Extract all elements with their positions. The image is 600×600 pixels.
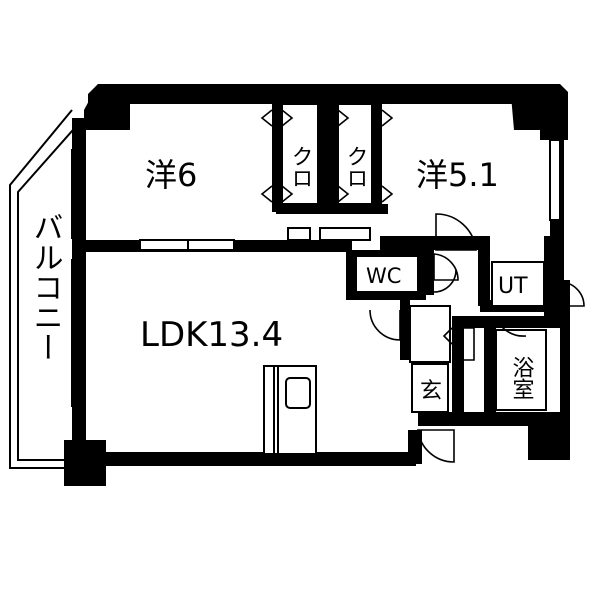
- western-room-1-label: 洋6: [145, 156, 197, 194]
- closet-2-label: クロ: [343, 145, 368, 189]
- balcony: [9, 109, 81, 469]
- utility-label: UT: [498, 274, 528, 299]
- kitchen-counter: [263, 365, 317, 455]
- closet-doors: [260, 109, 453, 345]
- closet-1-label: クロ: [288, 145, 313, 189]
- wc-label: WC: [366, 264, 401, 288]
- western-room-2-label: 洋5.1: [416, 156, 499, 194]
- interior-walls: [86, 100, 560, 426]
- balcony-label: バルコニー: [28, 212, 63, 362]
- exterior-walls: [64, 84, 570, 486]
- ldk-label: LDK13.4: [140, 315, 283, 355]
- entrance-label: 玄: [420, 379, 442, 404]
- bath-label: 浴室: [509, 356, 535, 400]
- window-right: [549, 139, 561, 221]
- door-swings: [369, 213, 585, 463]
